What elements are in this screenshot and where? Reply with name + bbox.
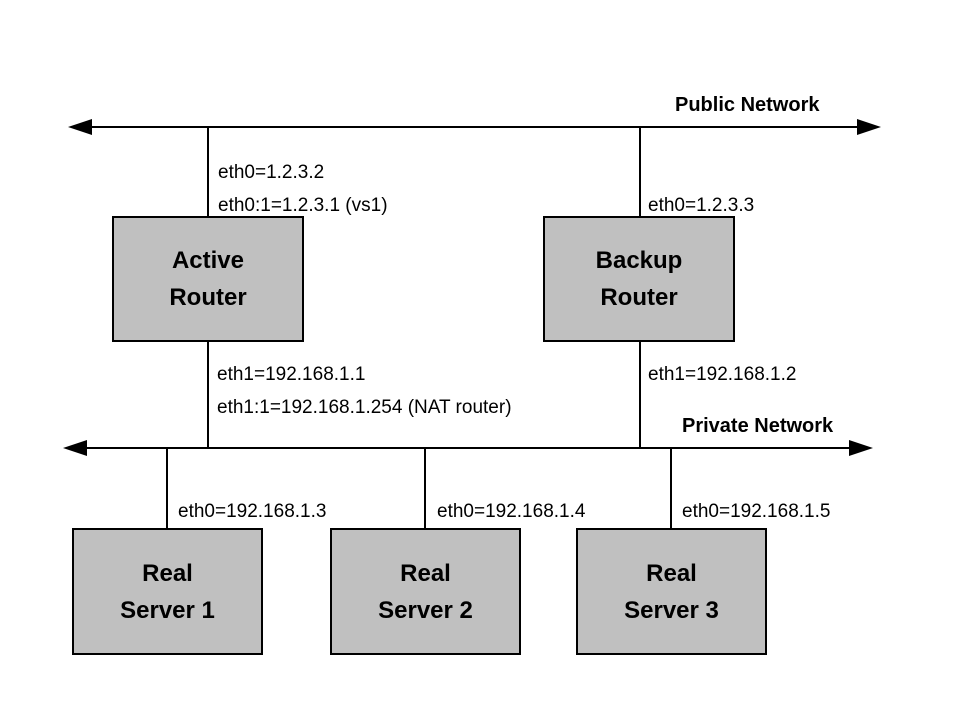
real-server-3-eth0-label: eth0=192.168.1.5 [682, 501, 831, 522]
private-network-label: Private Network [682, 415, 834, 437]
private-network-arrow-right-icon [849, 440, 873, 456]
active-router-eth0-labels: eth0=1.2.3.2 eth0:1=1.2.3.1 (vs1) [218, 156, 388, 222]
backup-router-eth1-label: eth1=192.168.1.2 [648, 364, 797, 385]
real-server-2-label-line2: Server 2 [378, 596, 473, 624]
backup-router-label-line1: Backup [595, 247, 683, 274]
real-server-1-label-line2: Server 1 [120, 596, 215, 624]
real-server-1-box: Real Server 1 [72, 528, 263, 655]
public-network-arrow-left-icon [68, 119, 92, 135]
active-router-eth0-label: eth0=1.2.3.2 [218, 162, 325, 183]
active-router-eth1-alias-label: eth1:1=192.168.1.254 (NAT router) [217, 397, 512, 418]
real-server-3-label-line1: Real [646, 559, 697, 587]
real-server-3-box: Real Server 3 [576, 528, 767, 655]
active-router-box: Active Router [112, 216, 304, 342]
active-router-label-line2: Router [169, 284, 247, 311]
backup-router-eth0-label: eth0=1.2.3.3 [648, 195, 755, 216]
backup-router-label-line2: Router [600, 284, 678, 311]
connector-active-router-private [207, 342, 209, 448]
real-server-1-label-line1: Real [142, 559, 193, 587]
public-network-line [86, 126, 861, 128]
real-server-2-eth0-label: eth0=192.168.1.4 [437, 501, 586, 522]
active-router-eth1-label: eth1=192.168.1.1 [217, 364, 366, 385]
real-server-2-label-line1: Real [400, 559, 451, 587]
private-network-arrow-left-icon [63, 440, 87, 456]
real-server-3-label-line2: Server 3 [624, 596, 719, 624]
connector-backup-router-public [639, 127, 641, 216]
private-network-line [81, 447, 851, 449]
real-server-1-eth0-label: eth0=192.168.1.3 [178, 501, 327, 522]
active-router-eth1-labels: eth1=192.168.1.1 eth1:1=192.168.1.254 (N… [217, 358, 512, 424]
connector-active-router-public [207, 127, 209, 216]
connector-real-server-1-private [166, 448, 168, 528]
connector-real-server-3-private [670, 448, 672, 528]
public-network-label: Public Network [675, 94, 820, 116]
connector-backup-router-private [639, 342, 641, 448]
active-router-eth0-alias-label: eth0:1=1.2.3.1 (vs1) [218, 195, 388, 216]
connector-real-server-2-private [424, 448, 426, 528]
active-router-label-line1: Active [171, 247, 245, 274]
real-server-2-box: Real Server 2 [330, 528, 521, 655]
public-network-arrow-right-icon [857, 119, 881, 135]
backup-router-box: Backup Router [543, 216, 735, 342]
